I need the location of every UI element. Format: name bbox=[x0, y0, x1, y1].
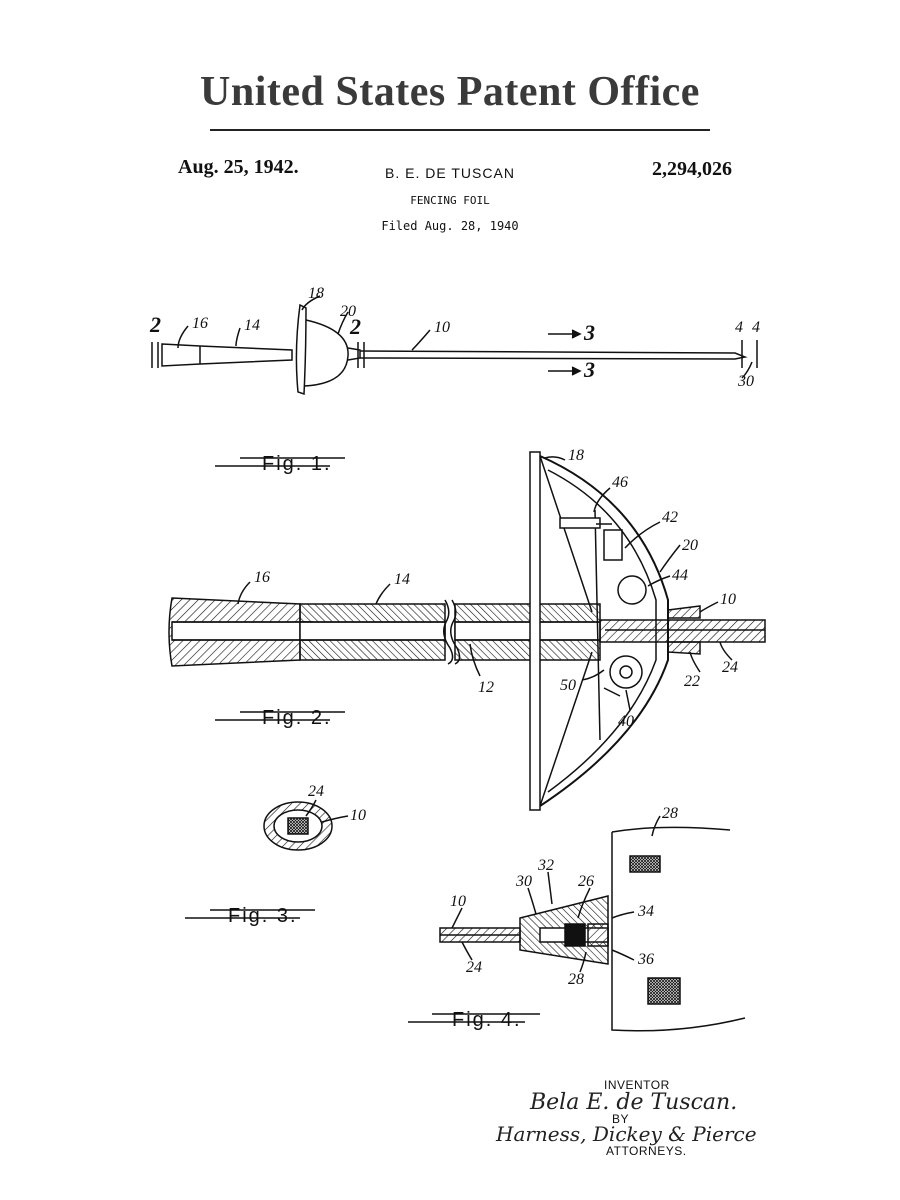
svg-text:26: 26 bbox=[578, 873, 594, 890]
svg-text:Fig. 3.: Fig. 3. bbox=[228, 905, 298, 927]
fig4-refs: 28 32 30 26 10 34 36 24 28 bbox=[450, 805, 678, 988]
inventor-signature: Bela E. de Tuscan. bbox=[530, 1090, 738, 1115]
fig4-caption: Fig. 4. bbox=[408, 1009, 540, 1031]
fig3-refs: 24 10 bbox=[308, 783, 366, 824]
patent-office-title: United States Patent Office bbox=[200, 69, 700, 115]
svg-text:40: 40 bbox=[618, 713, 634, 730]
attorneys-label: ATTORNEYS. bbox=[606, 1144, 687, 1158]
svg-text:16: 16 bbox=[192, 315, 208, 332]
svg-text:2: 2 bbox=[349, 314, 361, 339]
fig1-refs: 2 16 14 18 20 2 10 3 3 4 4 30 bbox=[149, 285, 760, 390]
fig1-drawing bbox=[151, 295, 758, 396]
attorneys-signature: Harness, Dickey & Pierce bbox=[496, 1122, 757, 1146]
svg-text:22: 22 bbox=[684, 673, 700, 690]
filed-date: Filed Aug. 28, 1940 bbox=[381, 219, 519, 233]
svg-text:20: 20 bbox=[340, 303, 356, 320]
svg-text:10: 10 bbox=[434, 319, 450, 336]
svg-text:Fig. 1.: Fig. 1. bbox=[262, 453, 332, 475]
fig4-drawing bbox=[439, 815, 746, 1032]
svg-text:44: 44 bbox=[672, 567, 688, 584]
svg-text:Fig. 4.: Fig. 4. bbox=[452, 1009, 522, 1031]
svg-text:4: 4 bbox=[735, 319, 743, 336]
svg-text:18: 18 bbox=[308, 285, 324, 302]
svg-text:28: 28 bbox=[662, 805, 678, 822]
svg-text:14: 14 bbox=[394, 571, 410, 588]
svg-text:36: 36 bbox=[637, 951, 654, 968]
fig3-drawing bbox=[263, 799, 349, 851]
patent-number: 2,294,026 bbox=[652, 158, 732, 180]
inventor-name-header: B. E. DE TUSCAN bbox=[385, 165, 515, 181]
svg-text:14: 14 bbox=[244, 317, 260, 334]
title-rule bbox=[210, 129, 710, 131]
svg-text:10: 10 bbox=[350, 807, 366, 824]
svg-text:18: 18 bbox=[568, 447, 584, 464]
patent-date: Aug. 25, 1942. bbox=[178, 156, 299, 178]
svg-text:16: 16 bbox=[254, 569, 270, 586]
fig2-refs: 18 46 42 20 44 10 16 14 12 50 40 22 24 bbox=[254, 447, 738, 730]
svg-text:10: 10 bbox=[450, 893, 466, 910]
fig2-caption: Fig. 2. bbox=[215, 707, 345, 729]
svg-text:Fig. 2.: Fig. 2. bbox=[262, 707, 332, 729]
svg-text:24: 24 bbox=[466, 959, 482, 976]
svg-text:30: 30 bbox=[737, 373, 754, 390]
svg-text:4: 4 bbox=[752, 319, 760, 336]
svg-text:32: 32 bbox=[537, 857, 554, 874]
inventor-label: INVENTOR bbox=[604, 1078, 670, 1092]
svg-text:3: 3 bbox=[583, 357, 595, 382]
svg-text:42: 42 bbox=[662, 509, 678, 526]
svg-text:2: 2 bbox=[149, 312, 161, 337]
svg-text:12: 12 bbox=[478, 679, 494, 696]
by-label: BY bbox=[612, 1112, 630, 1126]
fig2-drawing bbox=[168, 451, 766, 811]
svg-text:24: 24 bbox=[722, 659, 738, 676]
svg-text:20: 20 bbox=[682, 537, 698, 554]
fig1-caption: Fig. 1. bbox=[215, 453, 345, 475]
svg-text:50: 50 bbox=[560, 677, 576, 694]
fig3-caption: Fig. 3. bbox=[185, 905, 315, 927]
svg-text:3: 3 bbox=[583, 320, 595, 345]
svg-text:28: 28 bbox=[568, 971, 584, 988]
svg-text:10: 10 bbox=[720, 591, 736, 608]
svg-text:34: 34 bbox=[637, 903, 654, 920]
patent-title: FENCING FOIL bbox=[410, 194, 490, 207]
svg-text:30: 30 bbox=[515, 873, 532, 890]
svg-text:46: 46 bbox=[612, 474, 628, 491]
svg-text:24: 24 bbox=[308, 783, 324, 800]
